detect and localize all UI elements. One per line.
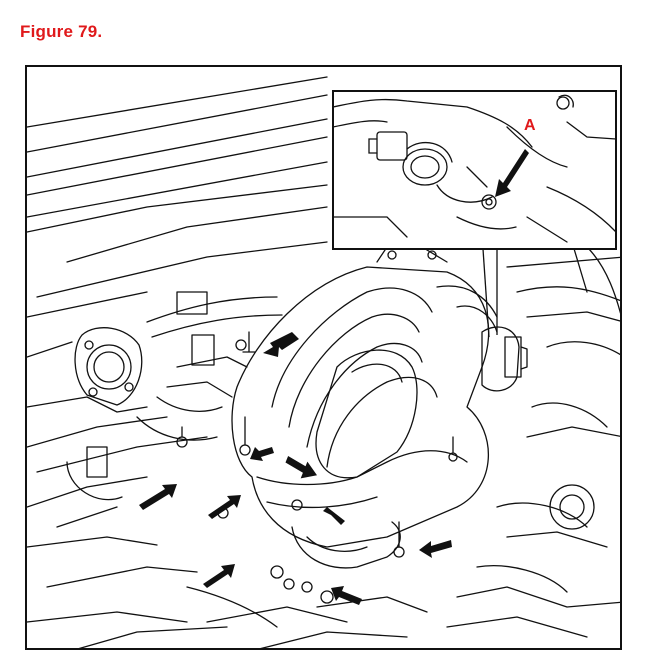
arrow-4	[208, 495, 241, 519]
arrow-7	[419, 540, 452, 558]
bolt-arrows	[139, 332, 452, 605]
inset-detail	[332, 90, 617, 338]
intake-manifold	[231, 246, 490, 569]
figure-title: Figure 79.	[20, 22, 103, 41]
arrow-3	[139, 484, 177, 510]
arrow-6	[323, 507, 345, 525]
engine-diagram	[27, 76, 620, 648]
arrow-2	[285, 455, 318, 479]
throttle-body-flange	[74, 327, 143, 406]
manifold-bolts	[176, 331, 458, 593]
arrow-8	[331, 586, 362, 605]
arrow-5	[203, 564, 235, 588]
callout-label-a: A	[524, 117, 536, 134]
sensor-connector	[481, 326, 528, 392]
diagram-frame: A	[25, 65, 622, 650]
inset-arrow	[495, 149, 529, 197]
arrow-9	[250, 447, 274, 461]
cowl-line	[27, 76, 328, 128]
arrow-1	[263, 332, 299, 357]
bolt-arrows-extra	[250, 447, 274, 461]
